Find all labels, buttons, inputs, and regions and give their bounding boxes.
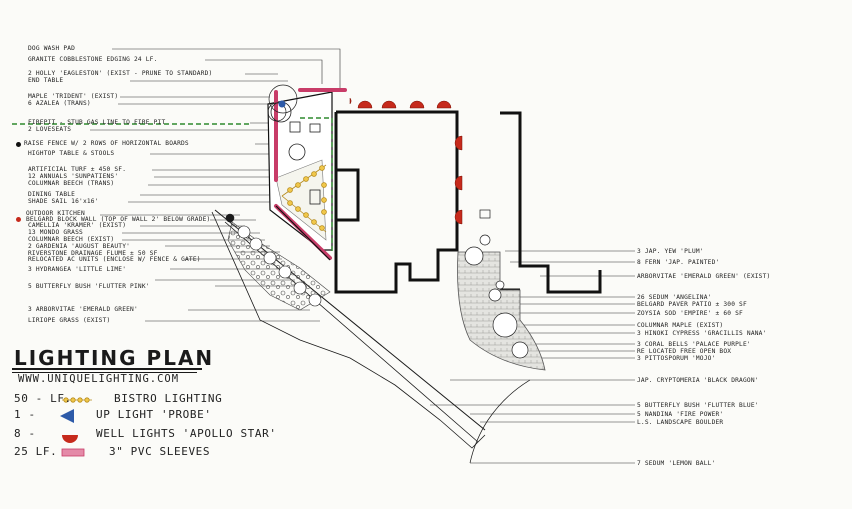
- plan-note-right: 5 NANDINA 'FIRE POWER': [637, 411, 724, 418]
- plan-note-right: 3 PITTOSPORUM 'MOJO': [637, 355, 716, 362]
- plan-note-left: 5 BUTTERFLY BUSH 'FLUTTER PINK': [28, 283, 150, 290]
- plan-note-left: DOG WASH PAD: [28, 45, 76, 52]
- plan-note-right: 3 CORAL BELLS 'PALACE PURPLE': [637, 341, 751, 348]
- plan-note-left: CAMELLIA 'KRAMER' (EXIST): [28, 222, 127, 229]
- plan-note-left: 13 MONDO GRASS: [28, 229, 83, 236]
- plan-note-left: FIREPIT - STUB GAS LINE TO FIRE PIT: [28, 119, 166, 126]
- plan-note-left: COLUMNAR BEECH (TRANS): [28, 180, 115, 187]
- belgard-block-wall: [275, 205, 331, 261]
- plan-note-right: 7 SEDUM 'LEMON BALL': [637, 460, 716, 467]
- plan-note-left: 3 ARBORVITAE 'EMERALD GREEN': [28, 306, 138, 313]
- legend-label: WELL LIGHTS 'APOLLO STAR': [96, 427, 277, 440]
- legend-symbols: [60, 397, 92, 457]
- legend-qty: 50 - LF.: [14, 392, 72, 405]
- plan-note-right: 26 SEDUM 'ANGELINA': [637, 294, 712, 301]
- plan-note-left: 3 HYDRANGEA 'LITTLE LIME': [28, 266, 127, 273]
- plan-note-right: COLUMNAR MAPLE (EXIST): [637, 322, 724, 329]
- plan-note-left: SHADE SAIL 16'x16': [28, 198, 99, 205]
- plan-note-left: 2 HOLLY 'EAGLESTON' (EXIST - PRUNE TO ST…: [28, 70, 213, 77]
- website-url: WWW.UNIQUELIGHTING.COM: [18, 373, 180, 385]
- plan-note-left: BELGARD BLOCK WALL (TOP OF WALL 2' BELOW…: [26, 216, 211, 223]
- plan-note-left: RELOCATED AC UNITS (ENCLOSE W/ FENCE & G…: [28, 256, 201, 263]
- title-underline: [12, 368, 202, 370]
- plan-note-left: 6 AZALEA (TRANS): [28, 100, 91, 107]
- plan-note-right: 5 BUTTERFLY BUSH 'FLUTTER BLUE': [637, 402, 759, 409]
- plan-note-left: END TABLE: [28, 77, 64, 84]
- plan-note-left: RAISE FENCE W/ 2 ROWS OF HORIZONTAL BOAR…: [24, 140, 189, 147]
- plan-note-left: COLUMNAR BEECH (EXIST): [28, 236, 115, 243]
- legend-qty: 1 -: [14, 408, 36, 421]
- plan-note-left: GRANITE COBBLESTONE EDGING 24 LF.: [28, 56, 158, 63]
- legend-label: UP LIGHT 'PROBE': [96, 408, 212, 421]
- up-light-marker: [278, 100, 286, 108]
- patio-plantings: [464, 234, 529, 359]
- turf-dashed-line: [12, 117, 333, 252]
- plan-note-right: L.S. LANDSCAPE BOULDER: [637, 419, 724, 426]
- plan-note-left: MAPLE 'TRIDENT' (EXIST): [28, 93, 119, 100]
- well-light-markers: [349, 97, 463, 225]
- plan-note-left: 12 ANNUALS 'SUNPATIENS': [28, 173, 119, 180]
- note-bullet-icon: [16, 217, 21, 222]
- shrub-row: [225, 213, 322, 307]
- plan-title: LIGHTING PLAN: [14, 346, 215, 370]
- plan-note-left: 2 LOVESEATS: [28, 126, 72, 133]
- plan-note-right: JAP. CRYPTOMERIA 'BLACK DRAGON': [637, 377, 759, 384]
- plan-note-left: 2 GARDENIA 'AUGUST BEAUTY': [28, 243, 131, 250]
- legend-qty: 25 LF.: [14, 445, 58, 458]
- plan-note-left: HIGHTOP TABLE & STOOLS: [28, 150, 115, 157]
- plan-note-left: DINING TABLE: [28, 191, 76, 198]
- plan-note-right: 8 FERN 'JAP. PAINTED': [637, 259, 720, 266]
- plan-note-left: LIRIOPE GRASS (EXIST): [28, 317, 111, 324]
- legend-label: BISTRO LIGHTING: [114, 392, 223, 405]
- plan-note-left: RIVERSTONE DRAINAGE FLUME ± 50 SF: [28, 250, 158, 257]
- well-light-icon: [62, 435, 78, 443]
- patio-furniture: [270, 101, 321, 205]
- plan-note-right: 3 HINOKI CYPRESS 'GRACILLIS NANA': [637, 330, 767, 337]
- note-bullet-icon: [16, 142, 21, 147]
- ac-units: [479, 209, 491, 219]
- plan-note-left: OUTDOOR KITCHEN: [26, 210, 85, 217]
- plan-note-left: ARTIFICIAL TURF ± 450 SF.: [28, 166, 127, 173]
- pvc-sleeve-icon: [61, 448, 85, 457]
- plantings-top: [267, 84, 298, 122]
- plan-note-right: BELGARD PAVER PATIO ± 300 SF: [637, 301, 747, 308]
- plan-note-right: ARBORVITAE 'EMERALD GREEN' (EXIST): [637, 273, 771, 280]
- plan-note-right: ZOYSIA SOD 'EMPIRE' ± 60 SF: [637, 310, 743, 317]
- plan-note-right: 3 JAP. YEW 'PLUM': [637, 248, 704, 255]
- legend-qty: 8 -: [14, 427, 36, 440]
- bistro-lights-icon: [62, 397, 92, 403]
- title-underline-secondary: [12, 372, 197, 373]
- bistro-lighting-run: [281, 164, 327, 233]
- paver-patio: [457, 251, 546, 371]
- up-light-icon: [60, 409, 74, 423]
- plan-note-right: RE LOCATED FREE OPEN BOX: [637, 348, 732, 355]
- legend-label: 3" PVC SLEEVES: [109, 445, 211, 458]
- leader-lines-right: [430, 250, 635, 464]
